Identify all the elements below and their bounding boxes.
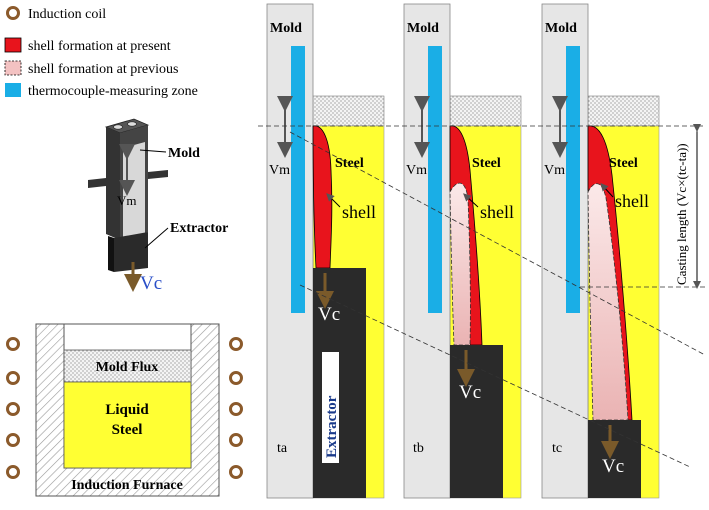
panel-tc-mold: Mold (545, 21, 577, 36)
legend-item-coil: Induction coil (28, 7, 106, 22)
red-swatch-icon (4, 37, 22, 53)
mold-flux-label: Mold Flux (96, 360, 159, 375)
mold-flux-layer (63, 349, 192, 383)
liquid-steel-label-2: Steel (112, 422, 143, 438)
sketch-vm-label: Vm (117, 193, 137, 208)
panel-tb-previous-shell (449, 182, 471, 346)
panel-ta-extractor (313, 268, 366, 498)
panel-tb-mold: Mold (407, 21, 439, 36)
panel-tc-extractor (588, 420, 641, 498)
induction-furnace: Mold Flux Liquid Steel Induction Furnace (6, 323, 243, 497)
panel-tb-extractor (450, 345, 503, 498)
panel-tc-previous-shell (587, 183, 629, 421)
panel-tb-shell-label: shell (480, 202, 514, 222)
panel-tc-steel: Steel (609, 156, 638, 171)
liquid-steel-label-1: Liquid (105, 402, 149, 418)
panel-tc-vm: Vm (544, 163, 565, 178)
panel-ta-stage: ta (277, 441, 288, 456)
panel-tb-stage: tb (413, 441, 424, 456)
panel-ta-vc: Vc (318, 304, 340, 325)
casting-length-label: Casting length (Vc×(tc-ta)) (674, 143, 689, 285)
induction-coil-left (6, 337, 20, 479)
sketch-extractor-label: Extractor (170, 221, 228, 236)
mold-assembly-sketch: Vm Mold Extractor Vc (88, 118, 228, 294)
legend: Induction coil shell formation at presen… (4, 6, 198, 99)
legend-item-previous: shell formation at previous (28, 62, 178, 77)
legend-item-thermocouple: thermocouple-measuring zone (28, 84, 198, 99)
panel-ta: Mold Vm Steel shell Vc Extractor ta (266, 3, 385, 499)
liquid-steel-pool (63, 381, 192, 469)
panel-ta-extractor-label: Extractor (324, 395, 340, 458)
panel-tc: Mold Vm Steel shell Vc tc (541, 3, 660, 499)
panel-tc-shell-label: shell (615, 191, 649, 211)
sketch-mold-label: Mold (168, 146, 200, 161)
panel-tb: Mold Vm Steel shell Vc tb (403, 3, 522, 499)
casting-length-dimension: Casting length (Vc×(tc-ta)) (674, 124, 701, 289)
panel-tc-vc: Vc (602, 456, 624, 477)
panel-tb-vc: Vc (459, 382, 481, 403)
sketch-vc-label: Vc (140, 273, 162, 294)
panel-ta-mold: Mold (270, 21, 302, 36)
legend-item-present: shell formation at present (28, 39, 171, 54)
panel-ta-vm: Vm (269, 163, 290, 178)
panel-tb-vm: Vm (406, 163, 427, 178)
panel-tc-stage: tc (552, 441, 562, 456)
panel-ta-shell-label: shell (342, 202, 376, 222)
blue-swatch-icon (5, 83, 21, 97)
panel-ta-shell (312, 125, 333, 269)
ring-icon (6, 6, 20, 20)
induction-coil-right (229, 337, 243, 479)
induction-furnace-label: Induction Furnace (71, 478, 183, 493)
guide-lines (258, 125, 706, 468)
pink-dashed-swatch-icon (4, 60, 22, 76)
panel-tb-steel: Steel (472, 156, 501, 171)
